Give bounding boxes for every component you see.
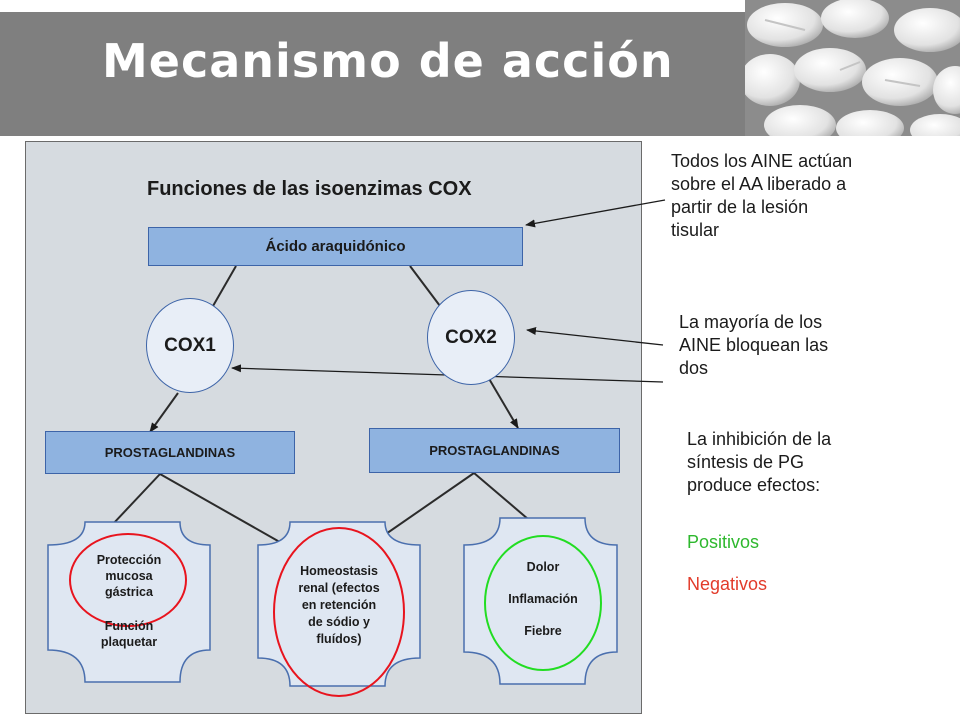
note-negative: Negativos xyxy=(687,574,768,594)
note-inhibition: La inhibición de la síntesis de PG produ… xyxy=(687,429,832,495)
arachidonic-acid-box: Ácido araquidónico xyxy=(148,227,523,266)
effect-box-middle-shape xyxy=(257,521,421,687)
note-block-both: La mayoría de los AINE bloquean las dos xyxy=(679,312,829,378)
highlight-middle-red-ellipse xyxy=(273,527,405,697)
effect-right-text: Dolor Inflamación Fiebre xyxy=(508,560,578,638)
effect-middle-text: Homeostasis renal (efectos en retención … xyxy=(298,564,380,646)
note-aa: Todos los AINE actúan sobre el AA libera… xyxy=(671,151,853,240)
effect-left-text: Protección mucosa gástrica Función plaqu… xyxy=(96,553,162,649)
connector-pg2-right xyxy=(473,472,536,526)
connector-pg1-left xyxy=(111,473,161,526)
highlight-left-red-ellipse xyxy=(69,533,187,627)
prostaglandins-box-left: PROSTAGLANDINAS xyxy=(45,431,295,474)
pills-photo-icon xyxy=(745,0,960,136)
cox2-circle: COX2 xyxy=(427,290,515,385)
annotation-arrow-aa xyxy=(525,199,666,228)
prostaglandins-box-right: PROSTAGLANDINAS xyxy=(369,428,620,473)
cox1-circle: COX1 xyxy=(146,298,234,393)
annotation-arrow-cox2 xyxy=(526,327,664,346)
effect-box-left-shape xyxy=(47,521,211,683)
effect-box-right-shape xyxy=(463,517,618,685)
title-bar xyxy=(0,12,745,136)
arrow-cox2-pg xyxy=(487,376,519,429)
figure-title: Funciones de las isoenzimas COX xyxy=(147,178,472,200)
note-positive: Positivos xyxy=(687,532,760,552)
connector-pg1-middle xyxy=(159,473,286,546)
slide-title: Mecanismo de acción xyxy=(102,34,674,88)
highlight-right-green-ellipse xyxy=(484,535,602,671)
arrow-cox1-pg xyxy=(149,392,179,433)
